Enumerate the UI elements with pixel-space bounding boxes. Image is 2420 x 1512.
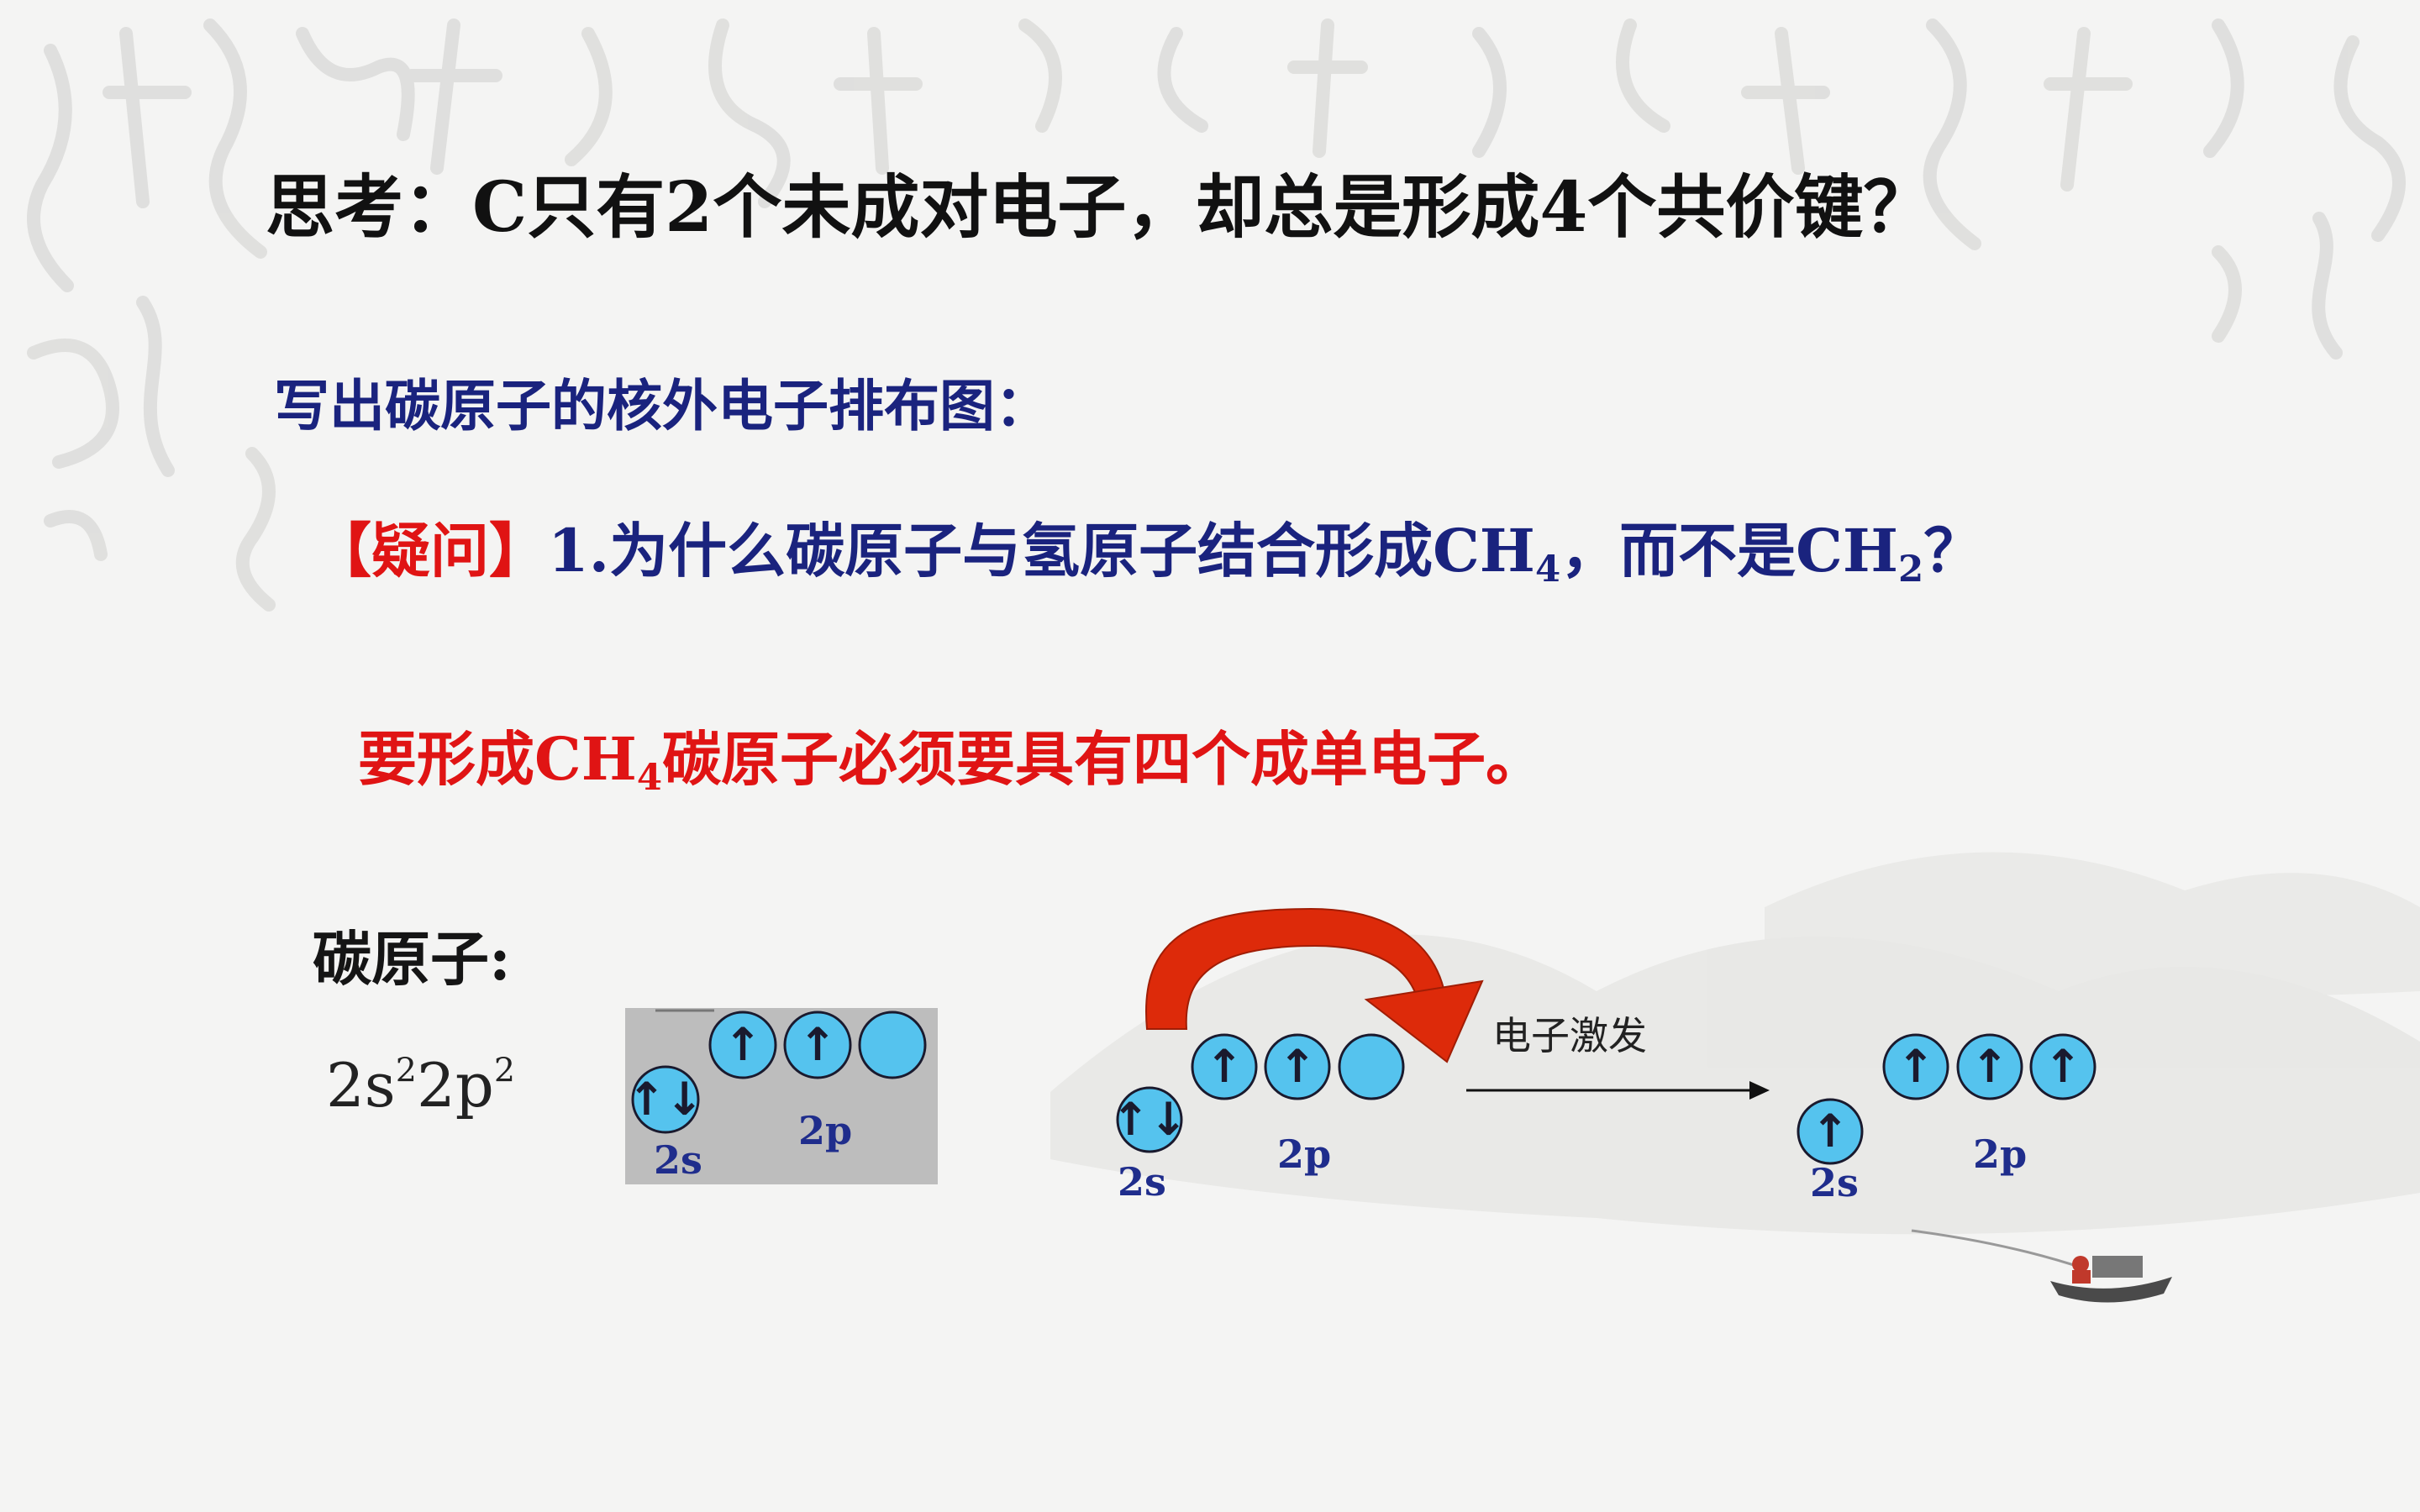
doubt-sub-a: 4 <box>1534 548 1561 591</box>
after-2p-electron-2: ↑ <box>1970 1040 2008 1093</box>
doubt-sub-b: 2 <box>1898 548 1924 591</box>
config-2p: 2p <box>416 1050 494 1121</box>
after-2p-orbital-3 <box>2029 1033 2096 1100</box>
ground-2s-orbital <box>631 1065 700 1134</box>
ground-2p-orbital-3 <box>858 1011 927 1079</box>
doubt-tag: 【疑问】 <box>313 516 548 585</box>
config-2p-count: 2 <box>493 1051 516 1090</box>
doubt-text-a: 1.为什么碳原子与氢原子结合形成CH <box>548 516 1535 585</box>
ground-2s-electrons: ↑↓ <box>628 1073 704 1126</box>
after-2s-label: 2s <box>1810 1160 1859 1205</box>
question-heading: 思考：C只有2个未成对电子，却总是形成4个共价键？ <box>266 167 1933 248</box>
excitation-curved-arrow <box>1145 907 1484 1063</box>
need-text-b: 碳原子必须要具有四个成单电子。 <box>662 724 1545 794</box>
before-2s-label: 2s <box>1118 1159 1166 1205</box>
ground-2p-electron-1: ↑ <box>723 1018 761 1071</box>
before-2p-label: 2p <box>1277 1131 1331 1177</box>
before-2p-electron-2: ↑ <box>1278 1040 1316 1093</box>
carbon-atom-label: 碳原子: <box>313 924 511 994</box>
before-2p-orbital-3 <box>1338 1033 1405 1100</box>
config-2s: 2s <box>326 1050 396 1121</box>
ground-2p-orbital-1 <box>708 1011 777 1079</box>
after-2p-orbital-2 <box>1956 1033 2023 1100</box>
before-2p-orbital-2 <box>1264 1033 1331 1100</box>
doubt-text-c: ？ <box>1923 516 1983 585</box>
ground-2p-electron-2: ↑ <box>798 1018 836 1071</box>
after-2s-electron: ↑ <box>1811 1105 1849 1158</box>
requirement-statement: 要形成CH4碳原子必须要具有四个成单电子。 <box>358 712 1544 797</box>
after-2p-orbital-1 <box>1882 1033 1949 1100</box>
after-excitation-diagram: ↑ ↑ ↑ ↑ 2s 2p <box>1797 1033 2096 1205</box>
ground-2p-label: 2p <box>798 1108 852 1153</box>
electron-configuration: 2s22p2 <box>326 1050 515 1121</box>
after-2s-orbital <box>1797 1098 1864 1165</box>
before-excitation-diagram: ↑↓ ↑ ↑ 2s 2p <box>1112 1033 1405 1205</box>
excitation-transition: 电子激发 <box>1466 1013 1770 1100</box>
before-2p-orbital-1 <box>1191 1033 1258 1100</box>
need-sub: 4 <box>636 756 663 800</box>
config-2s-count: 2 <box>395 1051 417 1090</box>
excitation-label: 电子激发 <box>1492 1013 1647 1058</box>
before-2s-electrons: ↑↓ <box>1112 1093 1188 1146</box>
before-2s-orbital <box>1116 1086 1183 1153</box>
need-text-a: 要形成CH <box>358 724 637 794</box>
calligraphy-pattern <box>27 18 2406 612</box>
excitation-arrow-head <box>1749 1081 1770 1100</box>
doubt-text-b: ，而不是CH <box>1560 516 1898 585</box>
instruction-text: 写出碳原子的核外电子排布图： <box>274 373 1050 438</box>
ground-2s-label: 2s <box>654 1137 702 1183</box>
ground-state-diagram: ↑↓ ↑ ↑ 2s 2p <box>625 1008 938 1184</box>
after-2p-electron-3: ↑ <box>2044 1040 2081 1093</box>
fishing-boat <box>1911 1229 2172 1303</box>
after-2p-label: 2p <box>1973 1131 2027 1177</box>
after-2p-electron-1: ↑ <box>1897 1040 1934 1093</box>
ground-2p-orbital-2 <box>783 1011 852 1079</box>
before-2p-electron-1: ↑ <box>1205 1040 1243 1093</box>
doubt-line: 【疑问】1.为什么碳原子与氢原子结合形成CH4，而不是CH2？ <box>313 504 1982 589</box>
